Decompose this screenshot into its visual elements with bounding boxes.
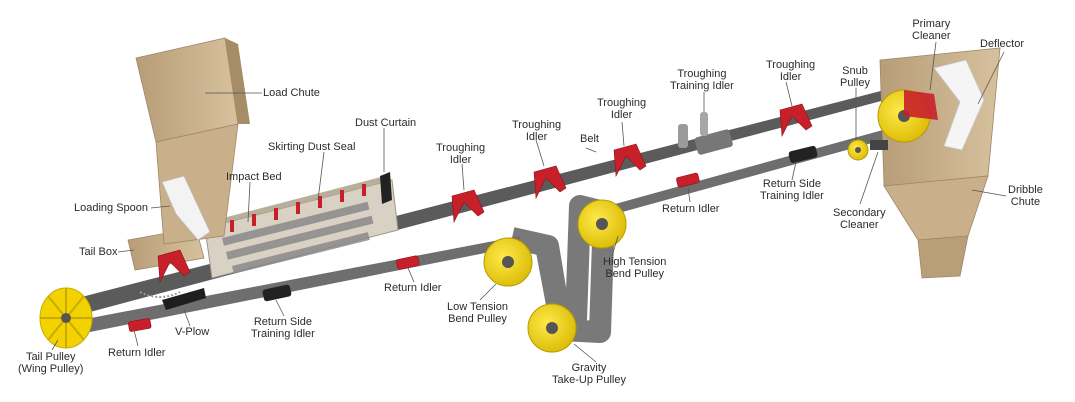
skirting-clamps — [230, 184, 366, 232]
troughing-training-idler-shape — [678, 112, 733, 155]
label-v-plow: V-Plow — [175, 326, 210, 338]
label-load-chute: Load Chute — [263, 87, 320, 99]
label-tail-pulley: Tail Pulley(Wing Pulley) — [18, 351, 84, 375]
loading-spoon-shape — [161, 175, 211, 241]
dust-curtain-shape — [380, 172, 392, 204]
label-return-idler-bottom: Return Idler — [108, 347, 166, 359]
v-plow-shape — [139, 288, 206, 310]
tail-wing-pulley-shape — [39, 287, 93, 349]
label-return-idler-left: Return Idler — [384, 282, 442, 294]
label-impact-bed: Impact Bed — [226, 171, 282, 183]
troughing-idler-shapes — [157, 103, 813, 284]
label-loading-spoon: Loading Spoon — [74, 202, 149, 214]
return-belt-right — [608, 128, 890, 216]
return-training-idler-shapes — [262, 145, 818, 302]
head-section — [847, 47, 1001, 279]
return-idler-shapes — [128, 172, 700, 332]
label-belt: Belt — [580, 133, 599, 145]
bend-pulleys — [483, 199, 627, 353]
label-tail-box: Tail Box — [79, 246, 118, 258]
label-skirting-dust-seal: Skirting Dust Seal — [268, 141, 356, 153]
label-dust-curtain: Dust Curtain — [355, 117, 417, 129]
label-deflector: Deflector — [980, 38, 1025, 50]
label-return-idler-mid: Return Idler — [662, 203, 720, 215]
impact-bed-frames — [222, 201, 374, 274]
leader-lines — [51, 41, 1007, 363]
